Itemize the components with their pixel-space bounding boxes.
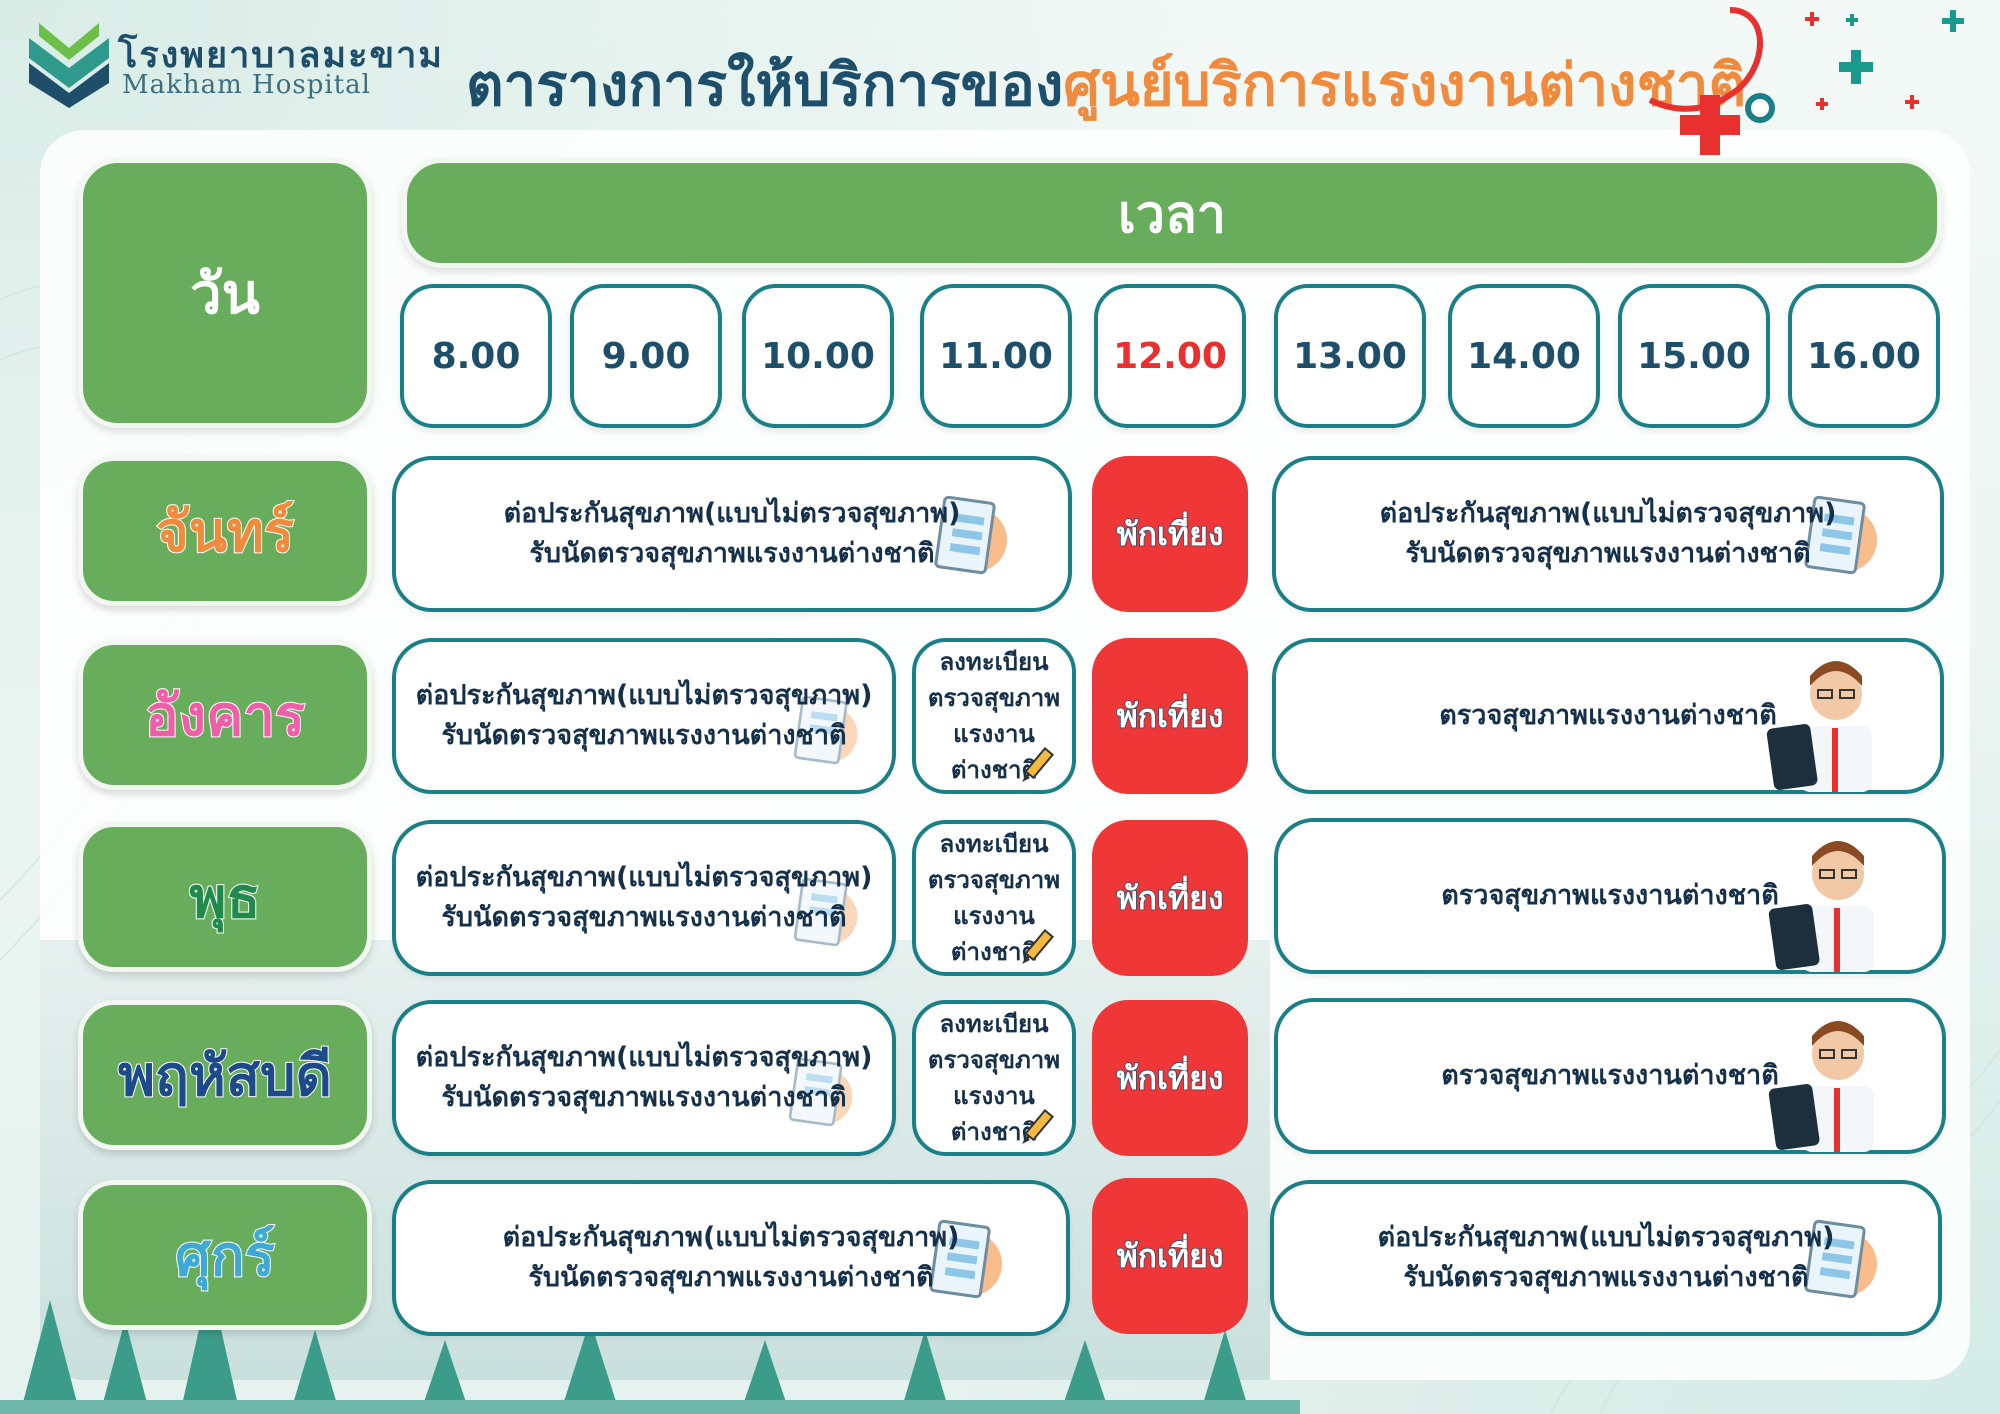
logo-english-name: Makham Hospital	[122, 70, 371, 100]
time-slot-15: 15.00	[1618, 284, 1770, 428]
clipboard-icon	[793, 695, 858, 765]
monday-morning-service: ต่อประกันสุขภาพ(แบบไม่ตรวจสุขภาพ) รับนัดต…	[392, 456, 1072, 612]
clipboard-icon	[1804, 1219, 1877, 1299]
thursday-lunch-break: พักเที่ยง	[1092, 1000, 1248, 1156]
register-line-4: ต่างชาติ	[950, 938, 1038, 966]
clipboard-icon	[793, 877, 858, 947]
lunch-label: พักเที่ยง	[1116, 878, 1224, 918]
time-row-header: เวลา	[402, 158, 1942, 268]
day-friday: ศุกร์	[78, 1180, 372, 1330]
register-line-4: ต่างชาติ	[950, 1118, 1038, 1146]
clipboard-icon	[929, 1219, 1002, 1299]
time-slot-14: 14.00	[1448, 284, 1600, 428]
day-tuesday-label: อังคาร	[144, 683, 306, 750]
friday-afternoon-service: ต่อประกันสุขภาพ(แบบไม่ตรวจสุขภาพ) รับนัดต…	[1270, 1180, 1942, 1336]
renew-insurance-text: ต่อประกันสุขภาพ(แบบไม่ตรวจสุขภาพ)	[415, 862, 873, 893]
appointment-text: รับนัดตรวจสุขภาพแรงงานต่างชาติ	[1405, 538, 1811, 569]
register-line-2: ตรวจสุขภาพ	[927, 1046, 1061, 1074]
lunch-label: พักเที่ยง	[1116, 514, 1224, 554]
renew-insurance-text: ต่อประกันสุขภาพ(แบบไม่ตรวจสุขภาพ)	[415, 680, 873, 711]
medical-cross-icon	[1805, 10, 1964, 110]
tree-decoration	[0, 1280, 1300, 1414]
tuesday-registration: ลงทะเบียนตรวจสุขภาพแรงงานต่างชาติ	[912, 638, 1076, 794]
wednesday-registration: ลงทะเบียนตรวจสุขภาพแรงงานต่างชาติ	[912, 820, 1076, 976]
logo-thai-name: โรงพยาบาลมะขาม	[118, 34, 445, 76]
doctor-icon	[1768, 1021, 1874, 1152]
day-thursday-label: พฤหัสบดี	[117, 1043, 333, 1110]
register-line-2: ตรวจสุขภาพ	[927, 684, 1061, 712]
title-part-1: ตารางการให้บริการของ	[466, 51, 1064, 119]
doctor-icon	[1766, 661, 1872, 792]
stethoscope-icon	[1648, 7, 1775, 155]
day-wednesday: พุธ	[78, 822, 372, 972]
time-slot-10: 10.00	[742, 284, 894, 428]
clipboard-icon	[934, 495, 1007, 575]
checkup-text: ตรวจสุขภาพแรงงานต่างชาติ	[1441, 1060, 1779, 1091]
clipboard-icon	[1804, 495, 1877, 575]
register-line-1: ลงทะเบียน	[939, 830, 1049, 858]
register-line-1: ลงทะเบียน	[939, 1010, 1049, 1038]
day-column-header: วัน	[78, 158, 372, 428]
friday-morning-service: ต่อประกันสุขภาพ(แบบไม่ตรวจสุขภาพ) รับนัดต…	[392, 1180, 1070, 1336]
lunch-label: พักเที่ยง	[1116, 1236, 1224, 1276]
appointment-text: รับนัดตรวจสุขภาพแรงงานต่างชาติ	[528, 1262, 934, 1293]
title-part-2: ศูนย์บริการแรงงานต่างชาติ	[1063, 51, 1747, 119]
pencil-icon	[1022, 928, 1055, 964]
checkup-text: ตรวจสุขภาพแรงงานต่างชาติ	[1439, 700, 1777, 731]
monday-afternoon-service: ต่อประกันสุขภาพ(แบบไม่ตรวจสุขภาพ) รับนัดต…	[1272, 456, 1944, 612]
doctor-icon	[1768, 841, 1874, 972]
lunch-label: พักเที่ยง	[1116, 696, 1224, 736]
register-line-4: ต่างชาติ	[950, 756, 1038, 784]
tuesday-morning-service: ต่อประกันสุขภาพ(แบบไม่ตรวจสุขภาพ) รับนัดต…	[392, 638, 896, 794]
friday-lunch-break: พักเที่ยง	[1092, 1178, 1248, 1334]
renew-insurance-text: ต่อประกันสุขภาพ(แบบไม่ตรวจสุขภาพ)	[1377, 1222, 1835, 1253]
thursday-morning-service: ต่อประกันสุขภาพ(แบบไม่ตรวจสุขภาพ) รับนัดต…	[392, 1000, 896, 1156]
lunch-label: พักเที่ยง	[1116, 1058, 1224, 1098]
time-slot-16: 16.00	[1788, 284, 1940, 428]
time-slot-12: 12.00	[1094, 284, 1246, 428]
register-line-3: แรงงาน	[953, 902, 1035, 930]
register-line-2: ตรวจสุขภาพ	[927, 866, 1061, 894]
register-line-1: ลงทะเบียน	[939, 648, 1049, 676]
appointment-text: รับนัดตรวจสุขภาพแรงงานต่างชาติ	[441, 902, 847, 933]
pencil-icon	[1022, 1108, 1055, 1144]
renew-insurance-text: ต่อประกันสุขภาพ(แบบไม่ตรวจสุขภาพ)	[502, 1222, 960, 1253]
day-monday: จันทร์	[78, 456, 372, 606]
time-slot-13: 13.00	[1274, 284, 1426, 428]
time-slot-9: 9.00	[570, 284, 722, 428]
tuesday-lunch-break: พักเที่ยง	[1092, 638, 1248, 794]
day-friday-label: ศุกร์	[174, 1223, 276, 1290]
thursday-registration: ลงทะเบียนตรวจสุขภาพแรงงานต่างชาติ	[912, 1000, 1076, 1156]
monday-lunch-break: พักเที่ยง	[1092, 456, 1248, 612]
checkup-text: ตรวจสุขภาพแรงงานต่างชาติ	[1441, 880, 1779, 911]
register-line-3: แรงงาน	[953, 720, 1035, 748]
page-title: ตารางการให้บริการของศูนย์บริการแรงงานต่า…	[466, 38, 1746, 131]
renew-insurance-text: ต่อประกันสุขภาพ(แบบไม่ตรวจสุขภาพ)	[415, 1042, 873, 1073]
renew-insurance-text: ต่อประกันสุขภาพ(แบบไม่ตรวจสุขภาพ)	[1379, 498, 1837, 529]
wednesday-morning-service: ต่อประกันสุขภาพ(แบบไม่ตรวจสุขภาพ) รับนัดต…	[392, 820, 896, 976]
appointment-text: รับนัดตรวจสุขภาพแรงงานต่างชาติ	[529, 538, 935, 569]
wednesday-lunch-break: พักเที่ยง	[1092, 820, 1248, 976]
day-monday-label: จันทร์	[155, 499, 295, 566]
register-line-3: แรงงาน	[953, 1082, 1035, 1110]
time-slot-11: 11.00	[920, 284, 1072, 428]
renew-insurance-text: ต่อประกันสุขภาพ(แบบไม่ตรวจสุขภาพ)	[503, 498, 961, 529]
appointment-text: รับนัดตรวจสุขภาพแรงงานต่างชาติ	[441, 720, 847, 751]
day-thursday: พฤหัสบดี	[78, 1000, 372, 1150]
hospital-logo	[29, 23, 109, 108]
day-tuesday: อังคาร	[78, 640, 372, 790]
clipboard-icon	[788, 1057, 853, 1127]
appointment-text: รับนัดตรวจสุขภาพแรงงานต่างชาติ	[1403, 1262, 1809, 1293]
day-wednesday-label: พุธ	[188, 865, 261, 932]
appointment-text: รับนัดตรวจสุขภาพแรงงานต่างชาติ	[441, 1082, 847, 1113]
time-slot-8: 8.00	[400, 284, 552, 428]
pencil-icon	[1022, 746, 1055, 782]
